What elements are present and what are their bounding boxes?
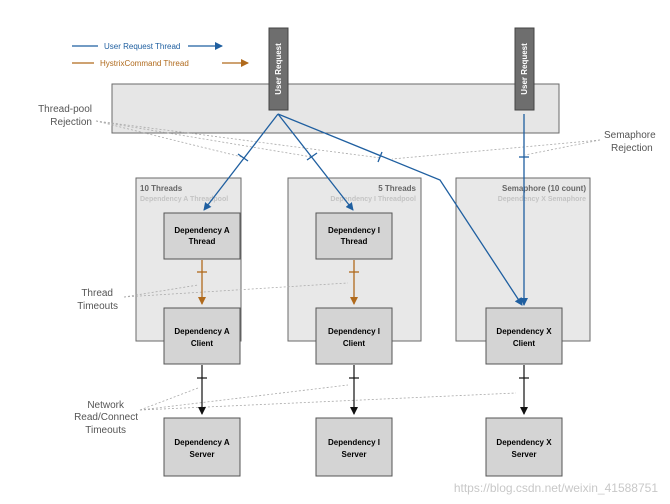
pool-i-subtitle: Dependency I Threadpool [330, 196, 416, 203]
flow-to-dependency-i [277, 113, 354, 211]
dependency-a-thread-line1: Dependency A [174, 226, 229, 235]
flow-to-dependency-x [277, 113, 523, 306]
dependency-i-server-line1: Dependency I [328, 438, 380, 447]
user-request-left-label: User Request [274, 43, 283, 95]
user-request-box-left: User Request [268, 27, 289, 111]
dependency-x-client-line1: Dependency X [496, 327, 552, 336]
dependency-a-client-line1: Dependency A [174, 327, 229, 336]
user-request-box-right: User Request [514, 27, 535, 111]
network-timeouts-label-1: Network [87, 400, 125, 411]
thread-timeouts-label-2: Timeouts [77, 301, 118, 312]
legend: User Request Thread HystrixCommand Threa… [72, 42, 249, 68]
legend-user-request-label: User Request Thread [104, 42, 180, 51]
dependency-i-client-line2: Client [343, 339, 366, 348]
hystrix-command-flows [197, 260, 359, 305]
dependency-i-client-box [315, 307, 393, 365]
thread-pool-rejection-label-2: Rejection [50, 117, 92, 128]
dependency-i-server-box [315, 417, 393, 477]
dependency-x-client-box [485, 307, 563, 365]
thread-pool-rejection-label-1: Thread-pool [38, 104, 92, 115]
user-request-flows [203, 113, 528, 306]
pool-a-title: 10 Threads [140, 184, 183, 193]
pool-x-title: Semaphore (10 count) [502, 184, 586, 193]
pool-x-subtitle: Dependency X Semaphore [498, 196, 586, 203]
dependency-i-server-line2: Server [342, 450, 367, 459]
dependency-a-client-box [163, 307, 241, 365]
semaphore-rejection-label-2: Rejection [611, 143, 653, 154]
rejection-ticks [237, 151, 529, 163]
watermark: https://blog.csdn.net/weixin_41588751 [454, 481, 658, 495]
flow-to-dependency-a [203, 113, 279, 211]
dependency-i-thread-line2: Thread [341, 237, 368, 246]
container-bar [111, 83, 560, 134]
dependency-x-client-line2: Client [513, 339, 536, 348]
legend-hystrix-label: HystrixCommand Thread [100, 59, 189, 68]
dependency-a-server-line2: Server [190, 450, 215, 459]
semaphore-rejection-label-1: Semaphore [604, 130, 656, 141]
dependency-a-thread-line2: Thread [189, 237, 216, 246]
annotation-guides [95, 120, 601, 411]
network-timeouts-label-2: Read/Connect [74, 412, 138, 423]
pool-i-title: 5 Threads [378, 184, 416, 193]
dependency-a-server-box [163, 417, 241, 477]
dependency-x-server-line2: Server [512, 450, 537, 459]
pool-a-subtitle: Dependency A Threadpool [140, 196, 228, 203]
dependency-a-client-line2: Client [191, 339, 214, 348]
dependency-i-thread-box [315, 212, 393, 260]
dependency-i-thread-line1: Dependency I [328, 226, 380, 235]
dependency-x-server-box [485, 417, 563, 477]
network-flows [197, 365, 529, 415]
user-request-right-label: User Request [520, 43, 529, 95]
dependency-a-thread-box [163, 212, 241, 260]
dependency-i-client-line1: Dependency I [328, 327, 380, 336]
thread-timeouts-label-1: Thread [81, 288, 113, 299]
dependency-x-server-line1: Dependency X [496, 438, 552, 447]
network-timeouts-label-3: Timeouts [85, 425, 126, 436]
dependency-a-server-line1: Dependency A [174, 438, 229, 447]
